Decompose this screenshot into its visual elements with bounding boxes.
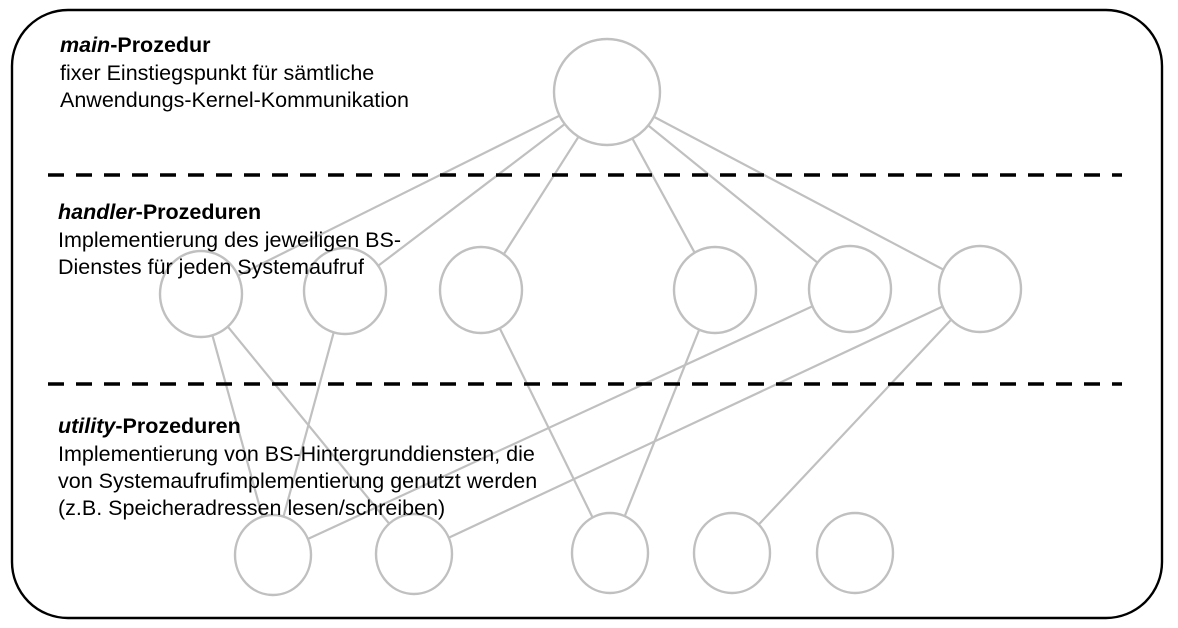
graph-node-utility[interactable] — [570, 511, 650, 595]
graph-node-handler[interactable] — [807, 244, 893, 334]
graph-edge — [647, 124, 819, 264]
layer-label-main: main-Prozedur fixer Einstiegspunkt für s… — [60, 32, 409, 114]
frame-outline — [10, 8, 1164, 620]
graph-edge — [502, 136, 580, 255]
layer-heading-suffix-main: -Prozedur — [110, 33, 211, 57]
diagram-frame — [10, 8, 1164, 620]
graph-node-utility[interactable] — [233, 513, 313, 597]
layer-description-main: fixer Einstiegspunkt für sämtliche Anwen… — [60, 61, 409, 113]
graph-node-handler[interactable] — [672, 245, 758, 335]
layer-term-utility: utility — [58, 414, 116, 438]
graph-edge — [498, 327, 594, 518]
graph-edge — [757, 318, 953, 526]
layer-label-utility: utility-Prozeduren Implementierung von B… — [58, 413, 537, 522]
graph-node-utility[interactable] — [815, 511, 895, 595]
graph-node-handler[interactable] — [438, 245, 524, 335]
graph-edge — [631, 138, 696, 254]
node-group — [158, 37, 1023, 597]
layer-description-utility: Implementierung von BS-Hintergrunddienst… — [58, 442, 538, 521]
graph-edge — [623, 329, 701, 517]
graph-node-main[interactable] — [552, 37, 662, 147]
graph-node-handler[interactable] — [937, 244, 1023, 334]
layer-term-main: main — [60, 33, 111, 57]
graph-node-utility[interactable] — [374, 512, 454, 596]
layer-heading-handler: handler-Prozeduren — [58, 199, 401, 226]
graph-edge — [282, 332, 335, 517]
graph-edge — [448, 305, 944, 539]
layer-heading-suffix-handler: -Prozeduren — [135, 200, 262, 224]
edge-group — [211, 114, 953, 540]
graph-node-utility[interactable] — [692, 511, 772, 595]
graph-edge — [307, 305, 813, 540]
graph-edge — [237, 114, 561, 277]
layer-heading-utility: utility-Prozeduren — [58, 413, 537, 440]
layer-heading-suffix-utility: -Prozeduren — [115, 414, 241, 438]
graph-node-handler[interactable] — [158, 249, 244, 339]
graph-edge — [377, 123, 566, 267]
layer-heading-main: main-Prozedur — [60, 32, 409, 59]
layer-term-handler: handler — [58, 200, 136, 224]
graph-edge — [653, 115, 944, 271]
divider-group — [48, 173, 1122, 386]
layer-label-handler: handler-Prozeduren Implementierung des j… — [58, 199, 401, 281]
layer-description-handler: Implementierung des jeweiligen BS- Diens… — [58, 228, 401, 280]
graph-node-handler[interactable] — [302, 246, 388, 336]
graph-edge — [211, 335, 264, 517]
